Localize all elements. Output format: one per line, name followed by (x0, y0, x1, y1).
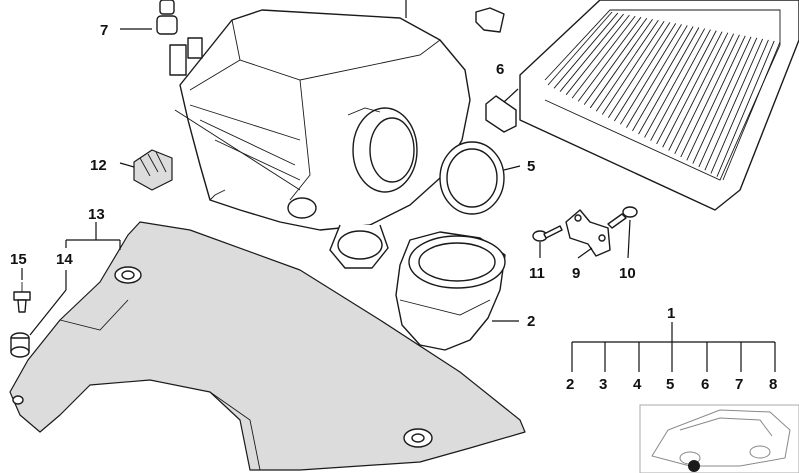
filter-pleat (680, 34, 740, 158)
filter-pleat (571, 15, 636, 99)
filter-pleat (656, 30, 717, 145)
filter-pleat (547, 11, 613, 86)
callout-row-6: 6 (701, 376, 709, 393)
callout-9: 9 (572, 265, 580, 282)
bolt-11 (532, 225, 563, 242)
filter-pleat (662, 31, 723, 148)
callout-7: 7 (100, 22, 108, 39)
callout-2: 2 (527, 313, 535, 330)
filter-pleat (692, 36, 752, 164)
rubber-mount (133, 149, 173, 191)
filter-pleat (620, 24, 682, 125)
callout-10: 10 (619, 265, 636, 282)
filter-pleat (674, 33, 735, 154)
filter-pleat (613, 23, 677, 122)
grommet-14 (10, 332, 30, 358)
callout-row-4: 4 (633, 376, 642, 393)
callout-14: 14 (56, 251, 73, 268)
callout-12: 12 (90, 157, 107, 174)
bracket (565, 209, 611, 257)
filter-pleat (595, 20, 659, 112)
callout-row-8: 8 (769, 376, 777, 393)
callout-5: 5 (527, 158, 535, 175)
clamp (485, 95, 517, 133)
filter-pleat (716, 40, 775, 177)
top-clip (475, 7, 505, 33)
filter-pleat (668, 32, 729, 151)
filter-pleat (559, 13, 624, 92)
filter-pleat (638, 27, 700, 135)
vehicle-thumbnail (639, 404, 799, 473)
filter-pleat (722, 41, 781, 181)
filter-pleat (589, 18, 653, 109)
air-filter-element (519, 0, 799, 211)
callout-row-2: 2 (566, 376, 574, 393)
leader-lines (21, 0, 776, 372)
filter-pleat (601, 21, 665, 115)
grommet-7 (156, 0, 178, 35)
callout-13: 13 (88, 206, 105, 223)
location-marker-dot (688, 460, 700, 472)
filter-pleat (632, 26, 694, 132)
callout-row-5: 5 (666, 376, 674, 393)
filter-pleat (565, 14, 630, 96)
filter-pleat (698, 37, 758, 168)
screw-15 (13, 282, 31, 313)
filter-pleat (577, 16, 642, 102)
filter-pleat (650, 29, 711, 141)
filter-pleat (710, 39, 769, 174)
filter-pleat (626, 25, 688, 128)
callout-labels: 7 6 5 12 13 14 15 2 11 9 10 1 2 3 4 5 6 … (10, 22, 777, 393)
callout-row-7: 7 (735, 376, 743, 393)
seal-ring (439, 141, 505, 215)
filter-pleat (583, 17, 648, 105)
callout-6: 6 (496, 61, 504, 78)
callout-11: 11 (529, 265, 545, 282)
callout-15: 15 (10, 251, 27, 268)
filter-pleat (686, 35, 746, 161)
callout-row-3: 3 (599, 376, 607, 393)
filter-pleat (553, 12, 619, 89)
filter-pleat (607, 22, 671, 119)
lower-housing-cover (9, 221, 526, 471)
callout-1: 1 (667, 305, 675, 322)
bolt-10 (607, 206, 638, 229)
air-filter-housing (169, 9, 471, 269)
filter-pleat (704, 38, 764, 171)
intake-boot (395, 231, 506, 351)
filter-pleat (644, 28, 706, 138)
